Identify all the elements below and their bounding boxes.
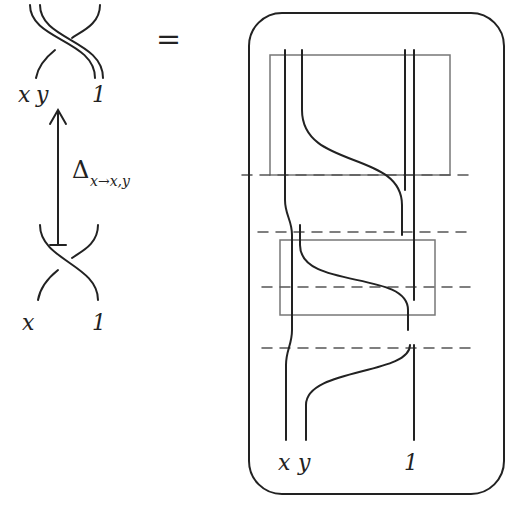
strand-label: y [36,84,48,106]
strand-label: x [22,312,34,334]
arrow-head [50,110,66,124]
arrow-shaft [57,112,59,245]
slice-line [262,286,470,288]
strand-label: x [18,84,30,106]
strand [300,225,408,330]
strand [38,270,58,300]
coproduct-subscript: x→x,y [90,174,130,188]
strand [306,345,410,440]
strand-label: 1 [92,312,106,334]
strand-label: 1 [92,84,106,106]
slice-line [242,174,470,176]
strand [413,345,415,440]
slice-box [270,55,450,175]
strand-label: y [298,452,310,474]
strand-label: x [278,452,290,474]
strand [302,50,402,235]
strand [413,50,415,300]
strand-label: 1 [404,452,418,474]
coproduct-symbol: Δ [72,158,89,182]
strand [40,5,103,78]
strand [404,50,406,190]
strand [30,5,95,78]
slice-line [258,231,470,233]
strand [285,50,292,440]
equals-sign: = [156,24,181,54]
arrow-tail [50,244,66,246]
slice-line [262,347,470,349]
strand [72,225,98,258]
strand [40,225,98,300]
strand [36,50,55,78]
strand [72,5,100,38]
braid-frame: xy 1 [248,12,505,495]
slice-box [280,240,435,315]
